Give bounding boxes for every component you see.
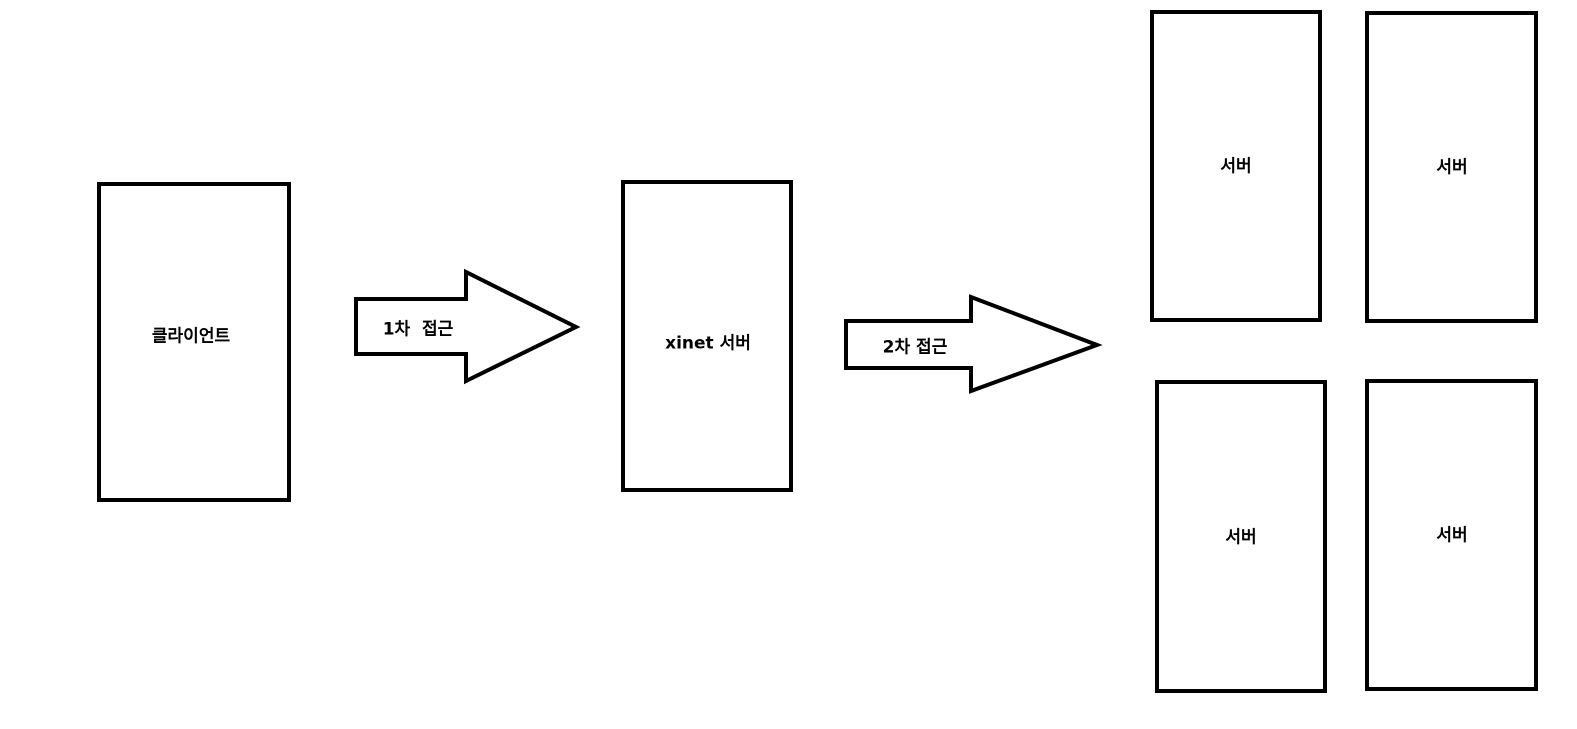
- server-box-top-right: [1365, 11, 1538, 323]
- server-label-bottom-right: 서버: [1436, 525, 1468, 546]
- arrow-first-access-label: 1차 접근: [382, 319, 454, 340]
- client-box: [97, 182, 291, 502]
- server-box-bottom-right: [1365, 379, 1538, 691]
- server-label-bottom-left: 서버: [1225, 527, 1257, 548]
- client-label: 클라이언트: [151, 326, 231, 347]
- xinet-server-label: xinet 서버: [665, 333, 751, 354]
- server-label-top-left: 서버: [1220, 156, 1252, 177]
- xinet-server-box: [621, 180, 793, 492]
- server-box-top-left: [1150, 10, 1322, 322]
- server-label-top-right: 서버: [1436, 157, 1468, 178]
- arrow-second-access-label: 2차 접근: [882, 337, 948, 358]
- server-box-bottom-left: [1155, 380, 1327, 693]
